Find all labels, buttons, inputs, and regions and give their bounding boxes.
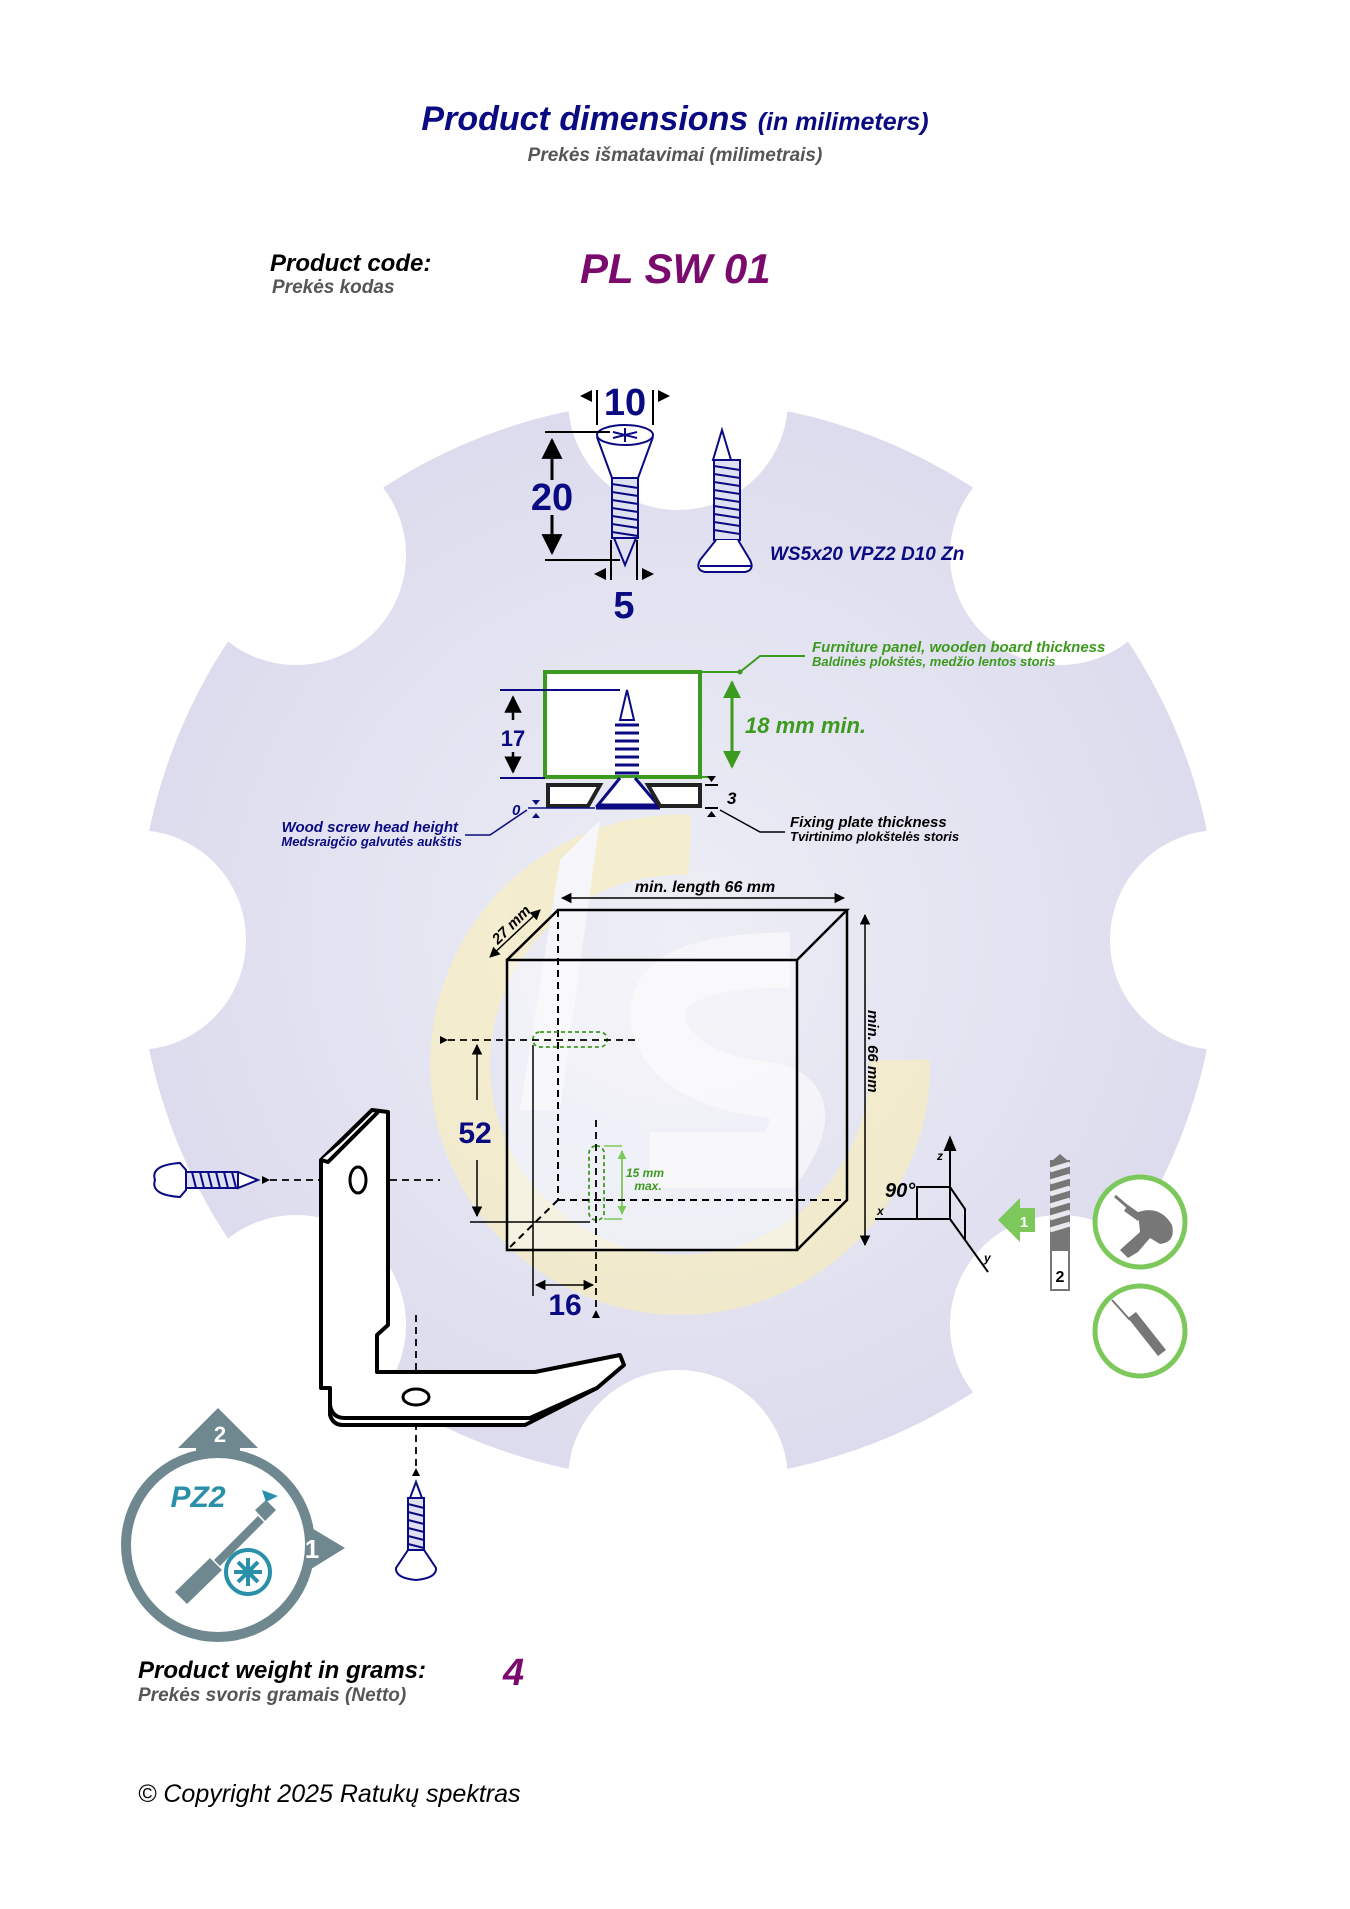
page-subtitle: Prekės išmatavimai (milimetrais) [527, 145, 823, 166]
drill-step-arrow [998, 1198, 1035, 1242]
screw-front-drawing [596, 424, 654, 568]
wood-block [505, 908, 851, 1252]
panel-thickness-label: Furniture panel, wooden board thickness [812, 639, 1105, 656]
title-main: Product dimensions [421, 100, 749, 138]
axis-x-label: x [876, 1204, 885, 1218]
dim-plate-thickness [705, 776, 785, 833]
weight-value: 4 [503, 1652, 525, 1694]
panel-thickness-label-lt: Baldinės plokštės, medžio lentos storis [812, 654, 1055, 669]
dim-hole-offsets [470, 1043, 595, 1296]
axis-indicator [875, 1135, 989, 1273]
block-length-label: min. length 66 mm [635, 879, 775, 896]
weight-label: Product weight in grams: [138, 1657, 427, 1684]
dim-head-diameter [580, 390, 670, 425]
dim-shank-diameter [594, 540, 654, 580]
dim-head-diameter-value: 10 [604, 382, 646, 424]
drill-bit-size: 2 [1056, 1269, 1065, 1286]
block-dimensions [489, 892, 871, 1247]
dim-penetration [500, 689, 620, 779]
dim-hole-vertical-value: 52 [458, 1117, 491, 1150]
copyright-notice: © Copyright 2025 Ratukų spektras [138, 1780, 521, 1808]
bottom-screw [394, 1479, 438, 1582]
power-drill-icon [1092, 1174, 1188, 1270]
screw-spec: WS5x20 VPZ2 D10 Zn [770, 544, 964, 565]
plate-thickness-label-lt: Tvirtinimo plokštelės storis [790, 829, 959, 844]
pilot-depth-label2: max. [634, 1179, 661, 1193]
title-suffix: (in milimeters) [757, 108, 929, 136]
screw-step-2-number: 2 [214, 1422, 226, 1447]
product-code-label-lt: Prekės kodas [272, 277, 395, 298]
mount-screw [594, 689, 662, 810]
dim-penetration-value: 17 [501, 726, 525, 751]
pilot-depth-label: 15 mm [626, 1166, 664, 1180]
drill-bit-icon [1049, 1154, 1071, 1291]
product-code-value: PL SW 01 [580, 245, 771, 292]
weight-label-lt: Prekės svoris gramais (Netto) [138, 1685, 407, 1706]
axis-z-label: z [936, 1149, 943, 1163]
page-title: Product dimensions (in milimeters) [0, 100, 1350, 139]
gear-background [26, 290, 1330, 1590]
dim-hole-horizontal-value: 16 [548, 1289, 581, 1322]
plate-thickness-label: Fixing plate thickness [790, 814, 947, 831]
axis-angle: 90° [885, 1180, 916, 1202]
awl-icon [1092, 1283, 1188, 1379]
l-bracket [319, 1108, 626, 1427]
dim-screw-length-value: 20 [531, 477, 573, 519]
product-code-label: Product code: [270, 250, 432, 277]
screwdriver-bit-label: PZ2 [170, 1481, 225, 1514]
panel-thickness-value: 18 mm min. [745, 713, 866, 738]
screwdriver-badge [121, 1408, 345, 1642]
screw-side-drawing [697, 426, 753, 573]
dim-pilot-depth [604, 1145, 627, 1220]
fixing-plate-section [546, 783, 702, 808]
dim-head-height [465, 800, 595, 836]
axis-y-label: y [983, 1251, 992, 1265]
head-height-label-lt: Medsraigčio galvutės aukštis [281, 834, 462, 849]
head-height-label: Wood screw head height [282, 819, 459, 836]
side-screw [153, 1161, 261, 1199]
head-height-value: 0 [512, 802, 521, 819]
plate-thickness-value: 3 [727, 789, 737, 808]
dim-shank-diameter-value: 5 [613, 585, 634, 627]
drill-step-number: 1 [1020, 1214, 1028, 1231]
block-height-label: min. 66 mm [864, 1010, 881, 1093]
dim-screw-length [541, 431, 620, 561]
screw-step-1-number: 1 [305, 1534, 319, 1564]
